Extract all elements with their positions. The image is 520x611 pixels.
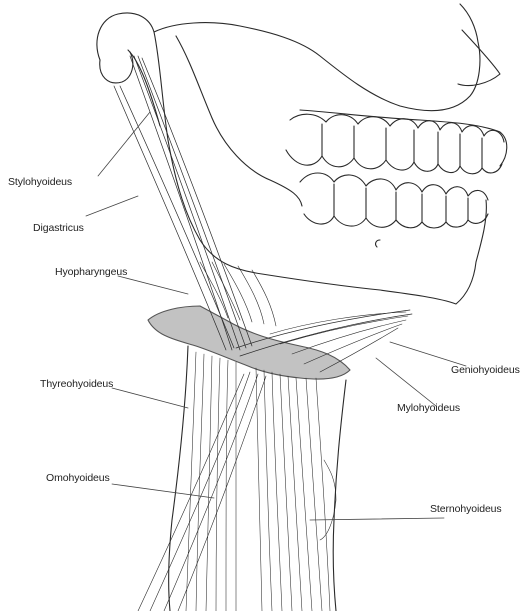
leader-mylohyoideus (376, 358, 436, 406)
label-hyopharyngeus: Hyopharyngeus (55, 266, 127, 278)
skull-outline (97, 4, 480, 111)
sternohyoideus-muscle (256, 368, 336, 611)
mandible-outline (154, 32, 486, 304)
mental-foramen (376, 240, 380, 247)
leader-geniohyoideus (390, 342, 466, 366)
label-mylohyoideus: Mylohyoideus (397, 402, 460, 414)
leader-omohyoideus (112, 484, 214, 498)
leader-lines (86, 112, 466, 520)
label-sternohyoideus: Sternohyoideus (430, 503, 502, 515)
label-omohyoideus: Omohyoideus (46, 472, 110, 484)
nasal-bone (458, 30, 500, 86)
mastoid-process (100, 52, 133, 83)
label-stylohyoideus: Stylohyoideus (8, 176, 72, 188)
label-geniohyoideus: Geniohyoideus (451, 364, 520, 376)
hyoid-bone (148, 306, 350, 379)
label-thyreohyoideus: Thyreohyoideus (40, 378, 113, 390)
upper-teeth (286, 114, 504, 174)
leader-thyreohyoideus (112, 388, 188, 408)
leader-sternohyoideus (310, 518, 444, 520)
label-digastricus: Digastricus (33, 222, 84, 234)
mandible-ramus (176, 36, 302, 206)
leader-digastricus (86, 196, 138, 216)
leader-hyopharyngeus (118, 276, 188, 294)
lower-teeth (300, 173, 488, 228)
leader-stylohyoideus (98, 112, 150, 176)
